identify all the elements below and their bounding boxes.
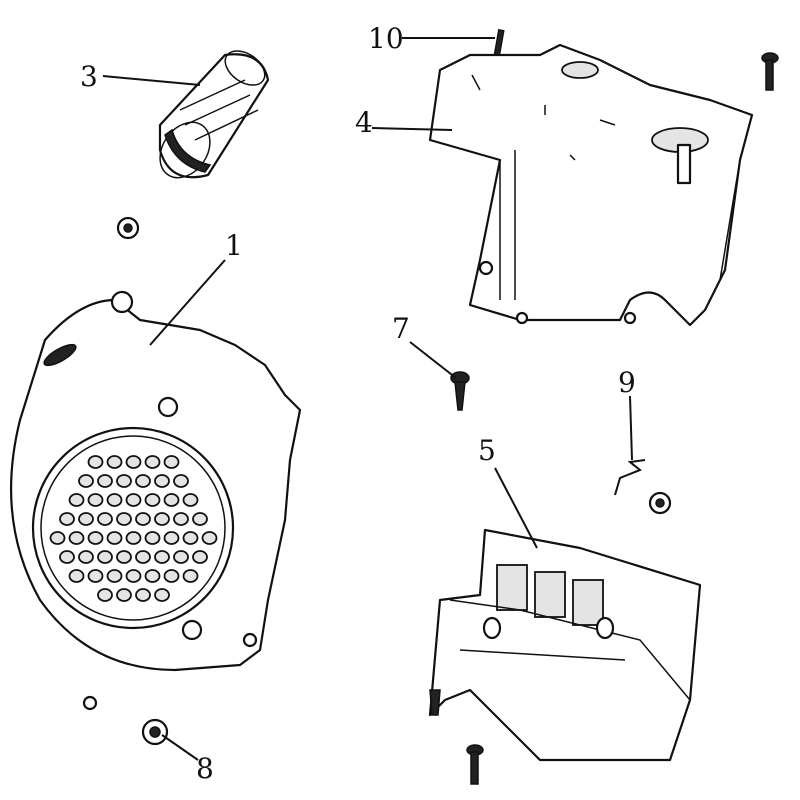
grille-hole [87,455,104,469]
grille-hole [116,550,132,564]
nut-upper-left [116,216,140,240]
grille-hole [106,569,123,583]
grille-hole [68,493,85,507]
grille-hole [59,550,75,564]
callout-8: 8 [196,752,214,785]
fan-cover-holes [49,455,218,602]
part-1-fan-cover [9,290,302,672]
callout-1: 1 [225,229,243,262]
part-9-clip [614,459,646,496]
leader-8 [161,734,199,761]
part-7-screw [450,371,470,411]
grille-hole [154,512,170,526]
callout-7: 7 [392,312,410,345]
grille-hole [182,493,199,507]
grille-hole [87,493,104,507]
grille-hole [135,550,151,564]
screw-bottom [466,744,484,785]
grille-hole [173,550,189,564]
grille-hole [106,493,123,507]
grille-hole [135,474,151,488]
grille-hole [192,512,208,526]
grille-hole [78,512,94,526]
grille-hole [154,550,170,564]
grille-hole [116,512,132,526]
grille-hole [97,588,113,602]
grille-hole [106,455,123,469]
leader-9 [629,395,633,461]
grille-hole [173,474,189,488]
leader-4 [371,127,453,131]
grille-hole [144,455,161,469]
grille-hole [106,531,123,545]
grille-hole [182,531,199,545]
screw-top-right [761,52,779,91]
grille-hole [68,531,85,545]
leader-lines [102,37,633,761]
leader-5 [494,467,538,549]
grille-hole [144,493,161,507]
grille-hole [201,531,218,545]
grille-hole [87,531,104,545]
grille-hole [68,569,85,583]
grille-hole [87,569,104,583]
callout-5: 5 [478,434,496,467]
callout-3: 3 [80,60,98,93]
grille-hole [163,493,180,507]
grille-hole [59,512,75,526]
part-5-lower-cover [428,528,702,762]
grille-hole [78,474,94,488]
grille-hole [97,512,113,526]
grille-hole [154,474,170,488]
callout-10: 10 [368,22,404,55]
grille-hole [163,569,180,583]
grille-hole [144,531,161,545]
grille-hole [154,588,170,602]
grille-hole [163,531,180,545]
callout-4: 4 [355,106,373,139]
grille-hole [97,474,113,488]
nut-right [648,491,672,515]
grille-hole [173,512,189,526]
grille-hole [182,569,199,583]
grille-hole [135,588,151,602]
grille-hole [192,550,208,564]
part-4-shroud [428,43,754,327]
part-3-intake-grille [158,50,270,179]
callout-9: 9 [618,366,636,399]
grille-hole [49,531,66,545]
leader-1 [149,259,226,346]
grille-hole [125,569,142,583]
part-8-nut [82,695,169,746]
grille-hole [144,569,161,583]
grille-hole [78,550,94,564]
grille-hole [163,455,180,469]
leader-7 [409,341,457,379]
grille-hole [135,512,151,526]
leader-3 [102,75,201,86]
grille-hole [116,474,132,488]
grille-hole [116,588,132,602]
grille-hole [125,455,142,469]
grille-hole [125,493,142,507]
grille-hole [125,531,142,545]
grille-hole [97,550,113,564]
